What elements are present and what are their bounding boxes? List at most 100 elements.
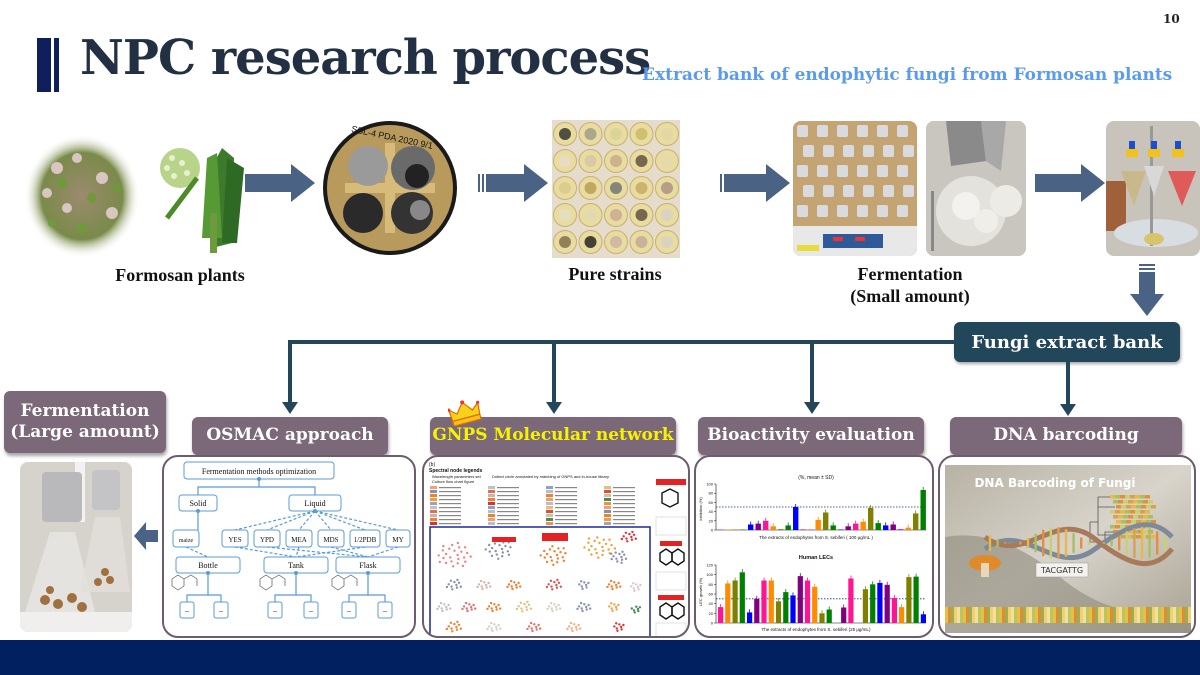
network-node: [498, 544, 501, 547]
barcode-cell: [1115, 495, 1120, 499]
network-node: [601, 545, 604, 549]
legend-swatch: [488, 502, 495, 505]
legend-text-line: [497, 515, 519, 517]
network-node: [583, 546, 586, 549]
network-node: [452, 565, 455, 568]
network-node: [493, 603, 496, 606]
chart1-bar: [748, 524, 754, 530]
legend-text-line: [613, 519, 635, 521]
network-node: [455, 583, 458, 587]
legend-text-line: [555, 507, 577, 509]
chart1-xlabel: The extracts of endophytes from S. sebif…: [759, 535, 873, 540]
network-node: [457, 546, 461, 549]
network-node: [634, 537, 637, 540]
barcode-stripe: [1170, 607, 1173, 623]
chart2-tick-label: 100: [706, 572, 713, 577]
barcode-stripe: [1038, 607, 1041, 623]
network-node: [630, 538, 634, 541]
barcode-cell: [1141, 535, 1146, 539]
chart2-tick-label: 20: [709, 611, 714, 616]
network-node: [449, 556, 452, 559]
phylogenetic-tree-icon: [1089, 496, 1118, 543]
network-node: [578, 583, 581, 586]
chart1-title: (%, mean ± SD): [798, 475, 834, 481]
chart2-bar: [747, 612, 753, 623]
network-node: [547, 605, 551, 608]
network-node: [457, 557, 460, 561]
chart2-xlabel: The extracts of endophytes from S. sebif…: [762, 627, 871, 632]
legend-text-line: [497, 511, 519, 513]
network-node: [555, 586, 559, 589]
legend-swatch: [546, 518, 553, 521]
legend-swatch: [546, 522, 553, 525]
barcode-cell: [1143, 530, 1148, 534]
chart1-bar: [868, 507, 874, 530]
chart2-bar: [775, 601, 782, 624]
network-node: [555, 553, 559, 557]
osmac-media-node: YES: [228, 536, 241, 544]
network-node: [618, 623, 621, 626]
colony: [661, 155, 673, 167]
legend-text-line: [555, 503, 577, 505]
barcode-cell: [1145, 510, 1150, 514]
chart1-bar: [920, 490, 926, 530]
osmac-node-solid: Solid: [190, 499, 207, 508]
title-accent-bar-thin: [54, 38, 59, 92]
network-node: [602, 549, 605, 552]
gnps-panel: (b) Spectral node legends Wavelength par…: [422, 455, 690, 638]
network-node: [489, 601, 493, 605]
chart2-bar: [877, 582, 883, 623]
network-node: [489, 621, 493, 625]
network-node: [487, 581, 490, 585]
network-node: [569, 621, 573, 625]
flask-cap: [897, 125, 908, 137]
network-node: [451, 588, 454, 591]
flask-cap: [877, 205, 888, 217]
dna-image-title: DNA Barcoding of Fungi: [974, 476, 1135, 490]
barcode-stripe: [960, 607, 963, 623]
network-node: [506, 550, 509, 553]
network-node: [462, 556, 466, 559]
connector-to-osmac: [288, 340, 292, 406]
chart1-tick-label: 0: [711, 528, 714, 533]
chart2-bar: [920, 614, 926, 623]
network-node: [511, 587, 514, 591]
network-node: [441, 609, 444, 613]
legend-swatch: [546, 510, 553, 513]
barcode-stripe: [978, 607, 981, 623]
barcode-stripe: [996, 607, 999, 623]
chart1-bar: [823, 512, 829, 530]
legend-text-line: [497, 523, 519, 525]
network-node: [580, 585, 583, 588]
network-node: [620, 537, 624, 541]
flask-cap: [863, 145, 874, 157]
chart2-bar: [790, 595, 796, 623]
barcode-cell: [1130, 495, 1135, 499]
osmac-media-node: 1/2PDB: [354, 536, 377, 544]
network-node: [607, 583, 611, 586]
network-node: [556, 561, 559, 564]
legend-swatch: [430, 486, 437, 489]
network-node: [442, 556, 445, 560]
network-node: [448, 547, 451, 550]
network-node: [488, 550, 491, 553]
legend-swatch: [488, 514, 495, 517]
osmac-leaf: –: [184, 606, 190, 615]
barcode-stripe: [1089, 607, 1092, 623]
shaker-flasks-image: [793, 121, 917, 256]
legend-text-line: [555, 499, 577, 501]
network-node: [456, 562, 459, 565]
legend-text-line: [439, 495, 461, 497]
network-node: [579, 601, 583, 605]
network-node: [559, 550, 562, 554]
barcode-cell: [1113, 530, 1118, 534]
network-node: [491, 629, 494, 633]
chart1-bar: [793, 507, 799, 530]
flask-cap: [837, 165, 848, 177]
osmac-vessel-node: Bottle: [198, 561, 218, 570]
network-node: [636, 585, 640, 589]
footer-bar: [0, 640, 1200, 675]
network-node: [487, 625, 491, 628]
legend-text-line: [613, 523, 635, 525]
network-node: [598, 541, 601, 545]
